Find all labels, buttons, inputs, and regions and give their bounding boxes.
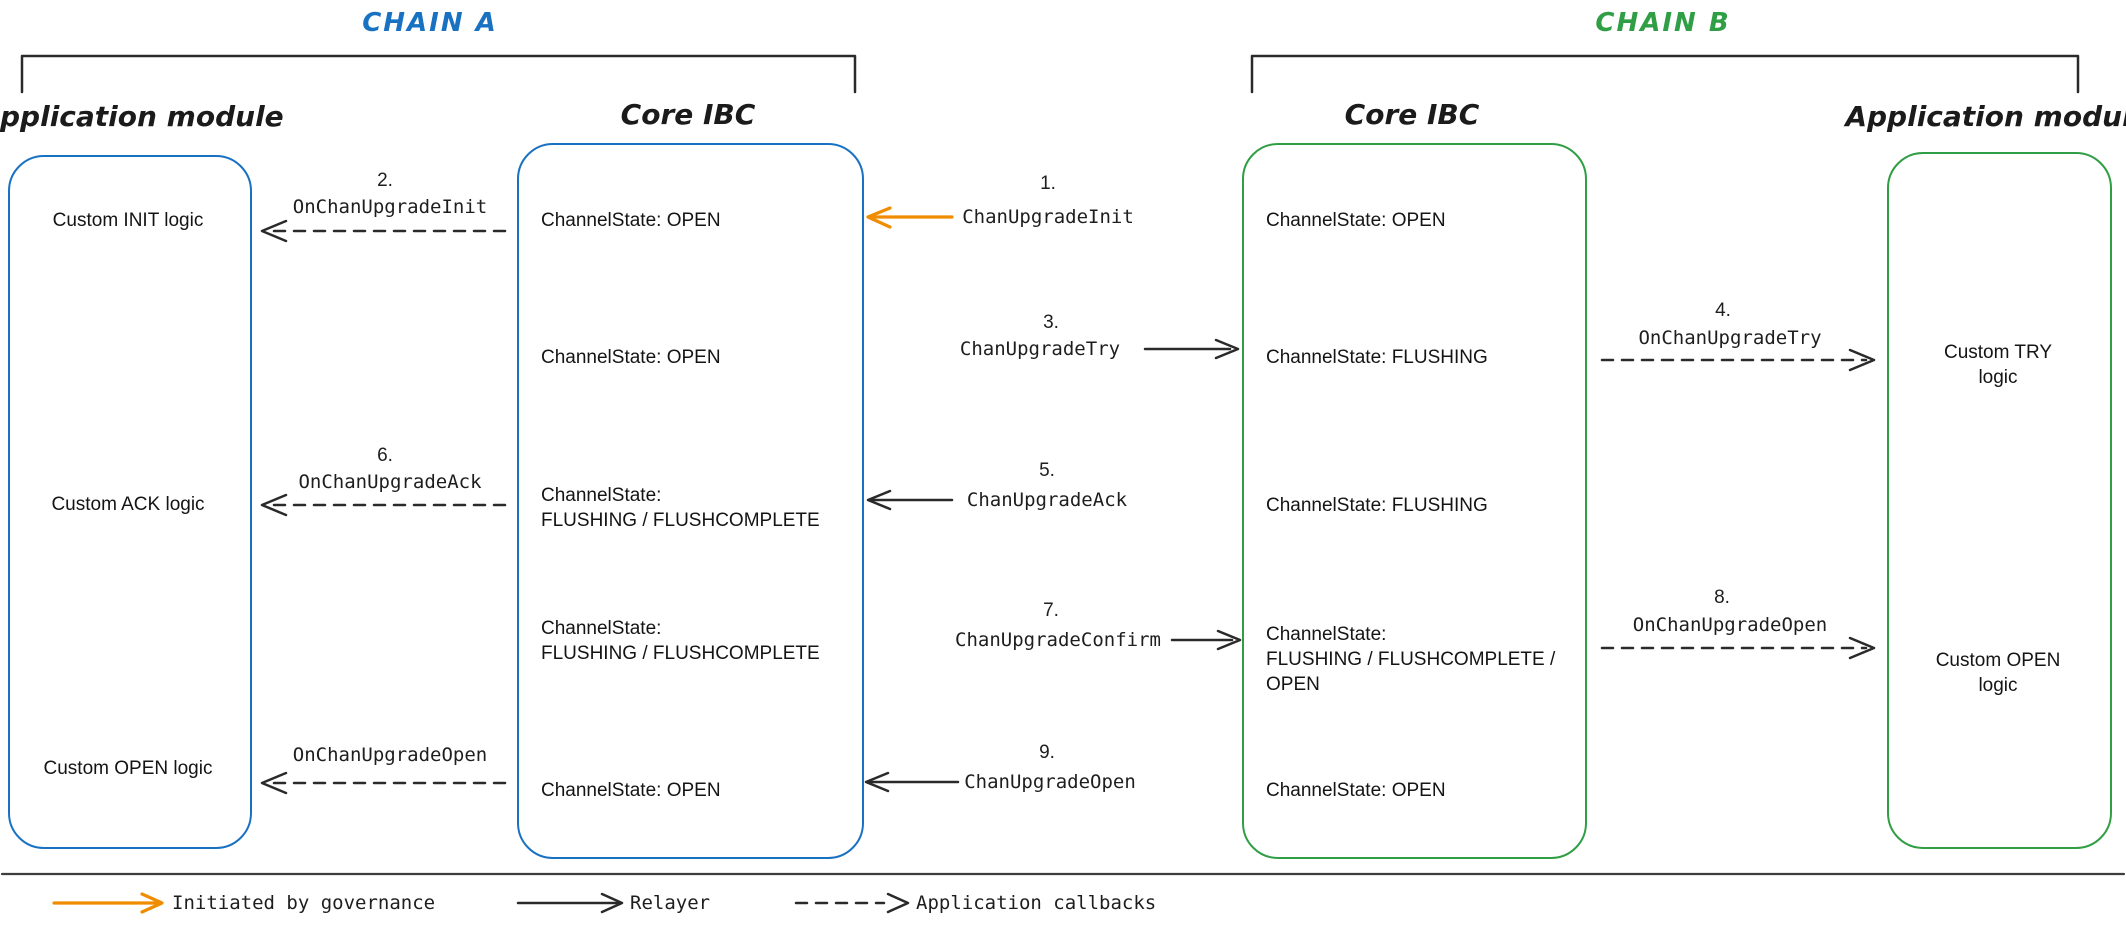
chain-a-label: CHAIN A [362,8,498,38]
arrow-6-label: OnChanUpgradeAck [298,471,482,493]
core-a-state-row-2: ChannelState: OPEN [541,347,721,368]
arrow-2-label: OnChanUpgradeInit [292,196,488,218]
legend-governance-arrow [52,892,164,914]
legend-callbacks-arrow [794,892,910,914]
arrow-4-number: 4. [1715,300,1731,321]
chain-a-bracket [20,54,857,94]
core-b-state-row-4: ChannelState: FLUSHING / FLUSHCOMPLETE /… [1266,624,1556,695]
arrow-8-number: 8. [1714,587,1730,608]
arrow-4-on-chan-upgrade-try [1600,348,1876,372]
arrow-5-chan-upgrade-ack [866,489,954,511]
core-b-state-row-3: ChannelState: FLUSHING [1266,495,1488,516]
arrow-8-label: OnChanUpgradeOpen [1632,614,1828,636]
app-b-custom-try-logic: Custom TRY logic [1943,342,2053,388]
arrow-4-label: OnChanUpgradeTry [1638,327,1822,349]
arrow-9-label: ChanUpgradeOpen [964,771,1136,793]
arrow-9-chan-upgrade-open [864,771,960,793]
column-title-core-ibc-b: Core IBC [1344,98,1480,131]
core-b-state-row-2: ChannelState: FLUSHING [1266,347,1488,368]
arrow-2-number: 2. [377,170,393,191]
arrow-9-number: 9. [1039,742,1055,763]
arrow-5-number: 5. [1039,460,1055,481]
legend-callbacks-label: Application callbacks [916,892,1157,914]
core-ibc-b-box [1242,143,1587,859]
app-b-custom-open-logic: Custom OPEN logic [1935,650,2061,696]
arrow-7-chan-upgrade-confirm [1170,629,1242,651]
arrow-7-number: 7. [1043,600,1059,621]
arrow-7-label: ChanUpgradeConfirm [955,629,1161,651]
legend-relayer-arrow [516,892,624,914]
app-a-custom-open-logic: Custom OPEN logic [43,758,213,779]
legend-governance-label: Initiated by governance [172,892,436,914]
chain-b-label: CHAIN B [1595,8,1731,38]
core-a-state-row-4: ChannelState: FLUSHING / FLUSHCOMPLETE [541,618,820,664]
arrow-3-chan-upgrade-try [1143,338,1240,360]
arrow-open-a-label: OnChanUpgradeOpen [292,744,488,766]
column-title-core-ibc-a: Core IBC [620,98,756,131]
arrow-1-chan-upgrade-init [866,206,954,229]
arrow-8-on-chan-upgrade-open [1600,636,1876,660]
core-a-state-row-5: ChannelState: OPEN [541,780,721,801]
arrow-open-a-on-chan-upgrade-open [260,771,507,795]
app-a-custom-ack-logic: Custom ACK logic [51,494,205,515]
arrow-6-number: 6. [377,445,393,466]
arrow-1-label: ChanUpgradeInit [962,206,1134,228]
arrow-3-number: 3. [1043,312,1059,333]
arrow-6-on-chan-upgrade-ack [260,493,507,517]
core-ibc-a-box [517,143,864,859]
legend-relayer-label: Relayer [630,892,711,914]
app-module-b-box [1887,152,2112,849]
column-title-app-module-a: Application module [0,100,284,133]
app-a-custom-init-logic: Custom INIT logic [52,210,204,231]
arrow-5-label: ChanUpgradeAck [966,489,1128,511]
chain-b-bracket [1250,54,2080,94]
arrow-2-on-chan-upgrade-init [260,219,507,243]
core-b-state-row-1: ChannelState: OPEN [1266,210,1446,231]
core-a-state-row-1: ChannelState: OPEN [541,210,721,231]
core-a-state-row-3: ChannelState: FLUSHING / FLUSHCOMPLETE [541,485,820,531]
arrow-3-label: ChanUpgradeTry [959,338,1121,360]
column-title-app-module-b: Application module [1845,100,2126,133]
arrow-1-number: 1. [1040,173,1056,194]
core-b-state-row-5: ChannelState: OPEN [1266,780,1446,801]
app-module-a-box [8,155,252,849]
